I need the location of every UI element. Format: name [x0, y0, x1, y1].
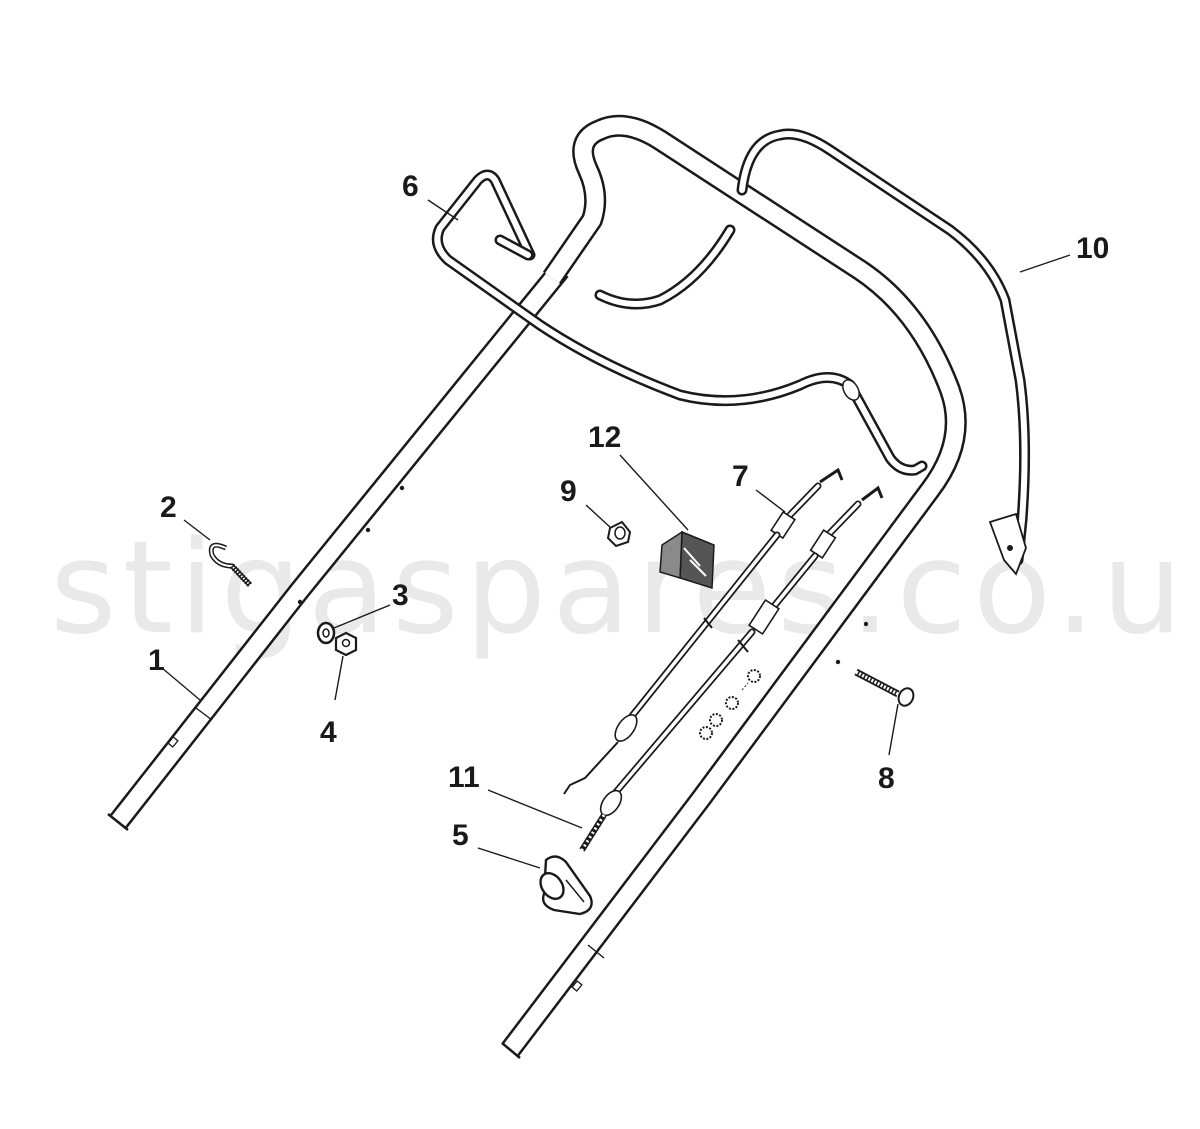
part-2-hook-bolt[interactable]	[208, 542, 253, 588]
callout-1: 1	[148, 644, 165, 677]
part-7-drive-cable[interactable]	[563, 467, 844, 795]
callout-10: 10	[1076, 232, 1109, 265]
part-8-bolt[interactable]	[854, 668, 916, 708]
callout-5: 5	[452, 819, 469, 852]
callout-6: 6	[402, 170, 419, 203]
part-12-cable-clip[interactable]	[659, 530, 715, 590]
part-4-nut[interactable]	[334, 631, 358, 657]
callout-2: 2	[160, 491, 177, 524]
part-9-spacer[interactable]	[606, 520, 632, 548]
callout-11: 11	[448, 761, 480, 794]
part-1-left-lower-handle[interactable]	[107, 263, 569, 831]
callout-9: 9	[560, 475, 577, 508]
callout-12: 12	[588, 421, 621, 454]
callout-4: 4	[320, 716, 337, 749]
part-5-handle-clamp[interactable]	[536, 855, 593, 916]
part-6-cable-guide-rod[interactable]	[431, 169, 928, 476]
part-handle-upper-bar[interactable]	[501, 114, 967, 1059]
part-10-bail-bar[interactable]	[736, 128, 1031, 576]
part-11-cable-with-spring[interactable]	[579, 485, 884, 852]
star-washers	[699, 669, 761, 740]
callout-7: 7	[732, 460, 749, 493]
callout-8: 8	[878, 762, 895, 795]
callout-3: 3	[392, 579, 409, 612]
part-3-washer[interactable]	[316, 621, 336, 645]
leader-lines	[161, 199, 1071, 869]
